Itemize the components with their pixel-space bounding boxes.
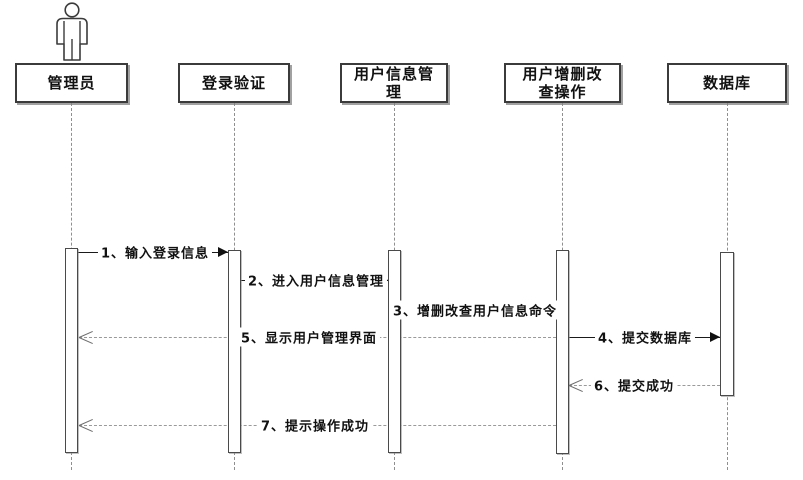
message-1-label: 1、输入登录信息 <box>97 242 213 262</box>
message-4-arrowhead-icon <box>710 332 720 342</box>
activation-bar-login <box>228 250 241 453</box>
lifeline-head-login: 登录验证 <box>178 63 290 103</box>
activation-bar-crud <box>556 250 569 454</box>
lifeline-head-admin: 管理员 <box>15 63 128 103</box>
message-1-arrowhead-icon <box>218 247 228 257</box>
person-icon <box>56 2 88 61</box>
message-7-arrowhead-icon <box>79 416 93 434</box>
message-3-label: 3、增删改查用户信息命令 <box>389 300 561 320</box>
activation-bar-database <box>720 252 734 396</box>
activation-bar-admin <box>65 248 78 453</box>
message-5-arrowhead-icon <box>79 328 93 346</box>
message-2-label: 2、进入用户信息管理 <box>244 270 388 290</box>
message-7-label: 7、提示操作成功 <box>257 415 373 435</box>
message-5-label: 5、显示用户管理界面 <box>237 327 381 347</box>
lifeline-head-userinfo: 用户信息管 理 <box>340 63 448 103</box>
activation-bar-userinfo <box>388 250 401 453</box>
message-6-label: 6、提交成功 <box>590 375 678 395</box>
message-6-arrowhead-icon <box>569 376 583 394</box>
message-4-label: 4、提交数据库 <box>594 327 696 347</box>
lifeline-head-crud: 用户增删改 查操作 <box>504 63 621 103</box>
lifeline-head-database: 数据库 <box>667 63 787 103</box>
